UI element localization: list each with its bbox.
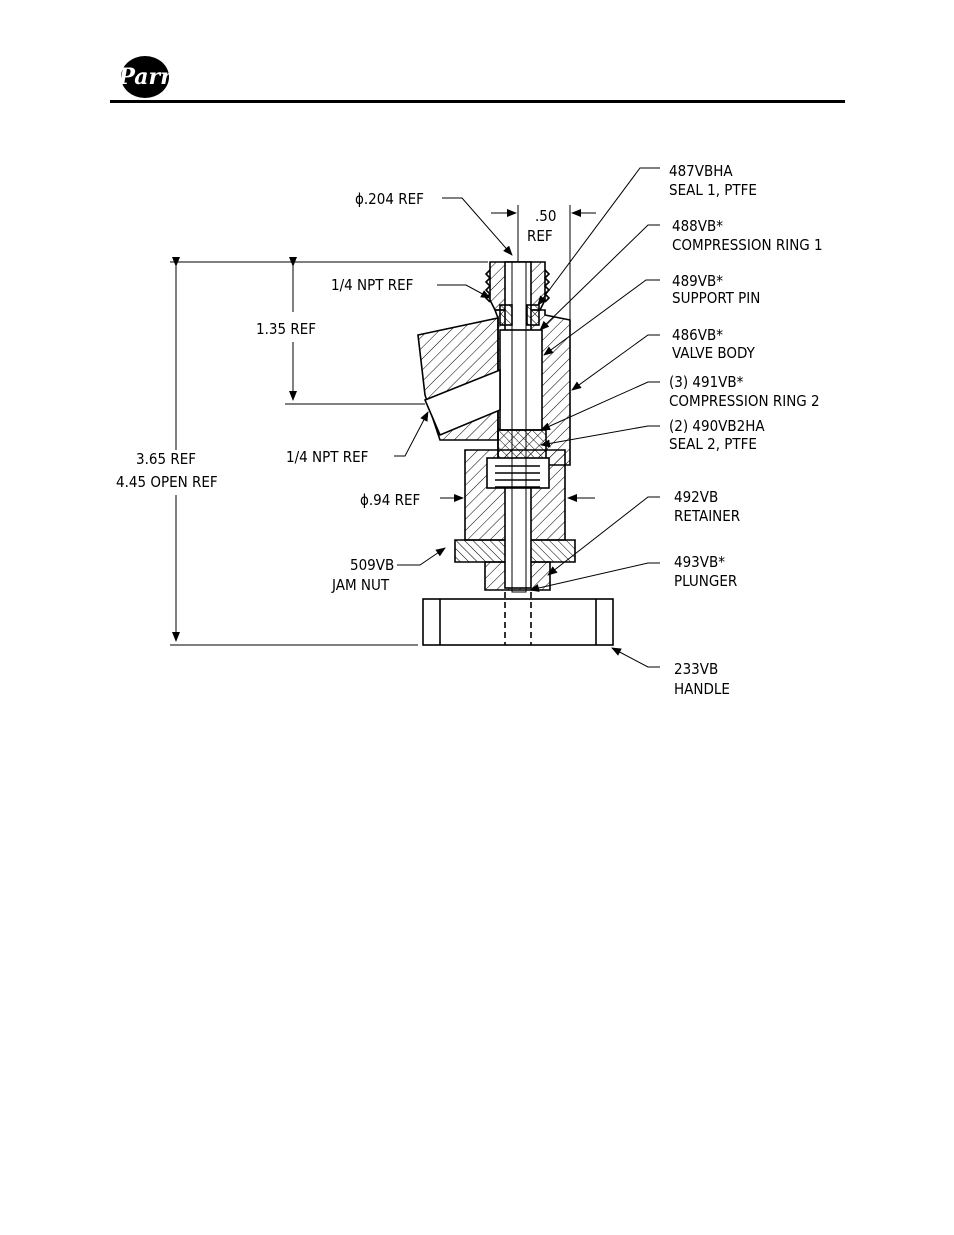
callout-valve-body-name: VALVE BODY [672, 344, 756, 362]
jam-nut-part-number: 509VB [350, 556, 394, 574]
dim-shaft-diameter: ϕ.204 REF [355, 190, 424, 208]
callout-plunger-pn: 493VB* [674, 553, 725, 571]
callout-ring2-pn: (3) 491VB* [669, 373, 744, 391]
dim-width-value: .50 [535, 207, 556, 225]
callout-handle-pn: 233VB [674, 660, 718, 678]
dim-body-diameter: ϕ.94 REF [360, 491, 420, 509]
callout-valve-body-pn: 486VB* [672, 326, 723, 344]
callout-handle-name: HANDLE [674, 680, 730, 698]
dim-overall-height: 3.65 REF [136, 450, 196, 468]
callout-ring1-name: COMPRESSION RING 1 [672, 236, 823, 254]
npt-top-label: 1/4 NPT REF [331, 276, 413, 294]
dim-open-height: 4.45 OPEN REF [116, 473, 218, 491]
callout-ring1-pn: 488VB* [672, 217, 723, 235]
npt-port-label: 1/4 NPT REF [286, 448, 368, 466]
callout-retainer-name: RETAINER [674, 507, 740, 525]
dim-width-ref: REF [527, 227, 553, 245]
callout-seal2-pn: (2) 490VB2HA [669, 417, 765, 435]
callout-ring2-name: COMPRESSION RING 2 [669, 392, 820, 410]
dim-port-height: 1.35 REF [256, 320, 316, 338]
handle [423, 592, 613, 645]
callout-list: 487VBHA SEAL 1, PTFE 488VB* COMPRESSION … [669, 162, 823, 698]
callout-retainer-pn: 492VB [674, 488, 718, 506]
callout-seal2-name: SEAL 2, PTFE [669, 435, 757, 453]
jam-nut-label: JAM NUT [331, 576, 390, 594]
callout-seal1-pn: 487VBHA [669, 162, 733, 180]
callout-plunger-name: PLUNGER [674, 572, 737, 590]
callout-support-pin-name: SUPPORT PIN [672, 289, 760, 307]
callout-seal1-name: SEAL 1, PTFE [669, 181, 757, 199]
callout-support-pin-pn: 489VB* [672, 272, 723, 290]
